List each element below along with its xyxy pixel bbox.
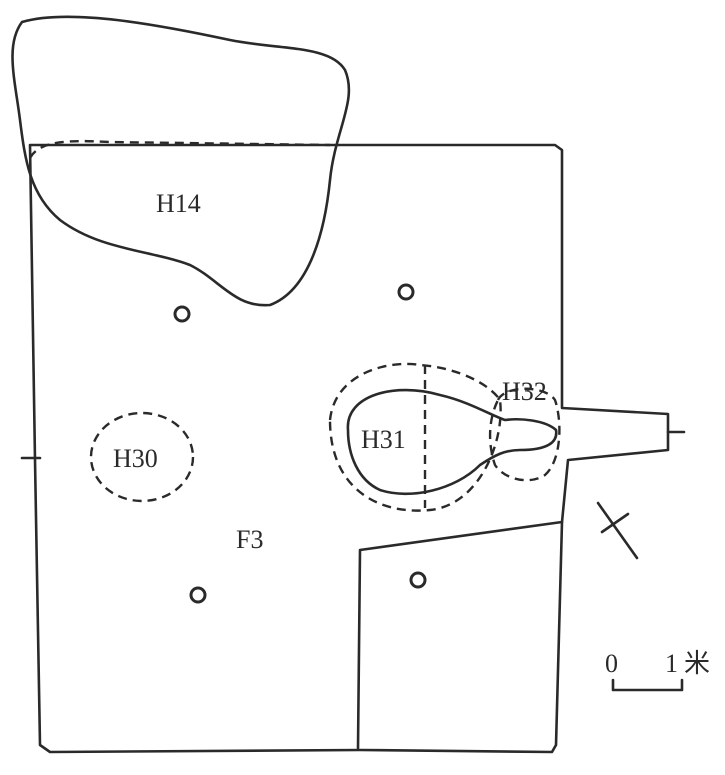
- pit-h31-inner-outline: [346, 388, 558, 496]
- label-h14: H14: [156, 189, 201, 218]
- label-h30: H30: [113, 444, 158, 473]
- post-hole: [173, 305, 191, 323]
- north-arrow-icon: [596, 501, 639, 560]
- scale-one: 1: [665, 649, 678, 678]
- scale-unit: 米: [684, 649, 710, 679]
- scale-bar: 0 1 米: [605, 649, 710, 692]
- post-hole: [409, 571, 427, 589]
- scale-bar-line: [611, 678, 684, 692]
- label-h31: H31: [361, 425, 406, 454]
- pit-h30-outline: [89, 411, 195, 503]
- interior-partition: [356, 520, 564, 750]
- label-f3: F3: [236, 525, 263, 554]
- pit-h31-outer-boundary: [328, 362, 502, 512]
- pit-h14-outline: [11, 15, 351, 307]
- post-hole: [189, 586, 207, 604]
- house-wall-hidden-line: [28, 139, 331, 159]
- scale-zero: 0: [605, 649, 618, 678]
- pit-h32-outline: [488, 387, 561, 482]
- label-h32: H32: [502, 377, 547, 406]
- post-hole: [397, 283, 415, 301]
